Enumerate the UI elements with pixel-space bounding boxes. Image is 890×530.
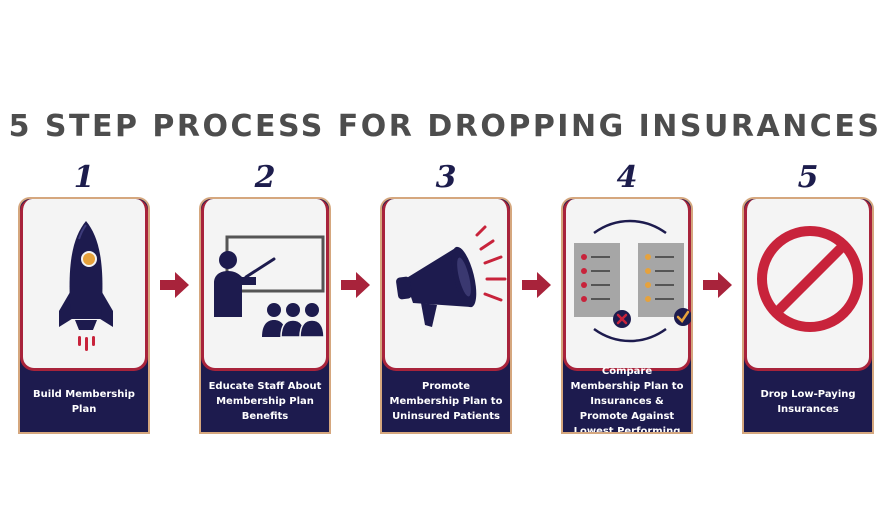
prohibited-icon [757,226,863,332]
right-arrow-icon [703,272,732,298]
step-label-1: Build Membership Plan [33,388,135,415]
step-card-4-icon-area [563,199,691,371]
step-label-5: Drop Low-Paying Insurances [760,388,856,415]
step-card-5-icon-area [744,199,872,371]
step-label-2: Educate Staff About Membership Plan Bene… [208,381,322,422]
step-number-1: 1 [73,160,95,195]
step-card-4: Compare Membership Plan to Insurances & … [561,197,693,434]
step-card-1: Build Membership Plan [18,197,150,434]
step-number-2: 2 [254,160,276,195]
step-number-4: 4 [616,160,638,195]
step-number-5: 5 [797,160,819,195]
step-card-2: Educate Staff About Membership Plan Bene… [199,197,331,434]
rocket-icon [59,221,113,351]
compare-documents-icon [574,219,691,343]
right-arrow-icon [341,272,370,298]
step-card-3-icon-area [382,199,510,371]
step-label-4: Compare Membership Plan to Insurances & … [570,366,684,434]
step-card-3: Promote Membership Plan to Uninsured Pat… [380,197,512,434]
step-card-5: Drop Low-Paying Insurances [742,197,874,434]
step-card-1-icon-area [20,199,148,371]
page-title: 5 STEP PROCESS FOR DROPPING INSURANCES [8,109,882,144]
right-arrow-icon [160,272,189,298]
step-card-2-icon-area [201,199,329,371]
teacher-presentation-icon [214,235,325,338]
right-arrow-icon [522,272,551,298]
step-number-3: 3 [435,160,457,195]
step-label-3: Promote Membership Plan to Uninsured Pat… [389,381,503,422]
megaphone-icon [396,225,507,327]
